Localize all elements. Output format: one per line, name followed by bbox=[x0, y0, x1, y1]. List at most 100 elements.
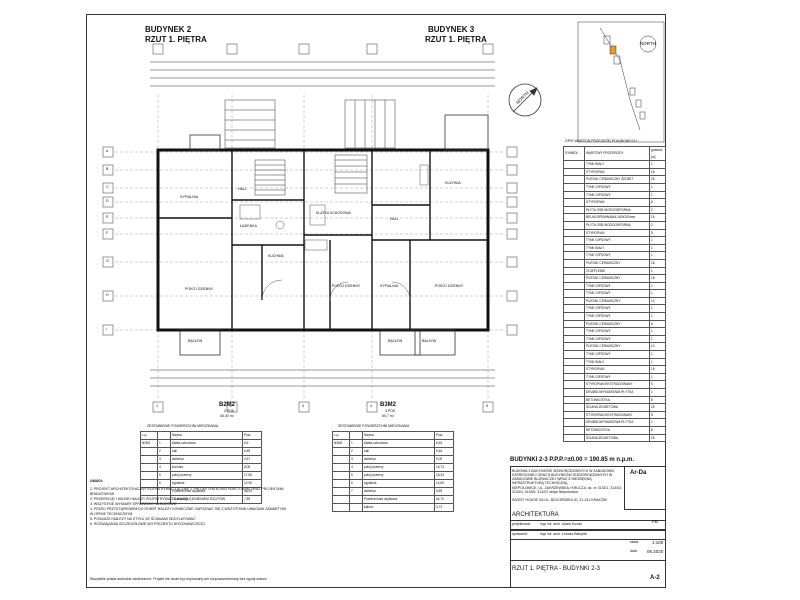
legend-cell: 8 bbox=[649, 425, 666, 435]
table-cell: L.p. bbox=[140, 431, 158, 440]
room-label: POKÓJ DZIENNY bbox=[332, 284, 361, 288]
legend-cell: PUSTAK CERAMICZNY bbox=[584, 296, 650, 306]
site-plan-thumbnail bbox=[577, 21, 665, 143]
legend-cell: TYNK GIPSOWY bbox=[584, 236, 650, 245]
building-2-floor: RZUT 1. PIĘTRA bbox=[145, 35, 207, 44]
legend-cell: TYNK BIAŁY bbox=[584, 243, 650, 253]
axis-col-2: 2 bbox=[230, 404, 232, 408]
legend-cell: STYROPIAN bbox=[584, 228, 650, 238]
legend-cell bbox=[563, 433, 585, 443]
legend-cell bbox=[563, 281, 585, 291]
legend-cell bbox=[563, 342, 585, 352]
legend-cell: TYNK BIAŁY bbox=[584, 357, 650, 367]
legend-cell bbox=[563, 251, 585, 260]
discipline: ARCHITEKTURA bbox=[512, 512, 559, 518]
legend-cell bbox=[563, 274, 585, 283]
legend-cell bbox=[563, 365, 585, 374]
axis-row-c: C bbox=[106, 185, 109, 189]
legend-cell: ŚCIANA ŻELBETOWA bbox=[584, 433, 650, 443]
building-3-name: BUDYNEK 3 bbox=[428, 25, 475, 34]
legend-cell bbox=[563, 182, 585, 192]
room-label: POKÓJ DZIENNY bbox=[185, 287, 214, 291]
legend-cell: 2 bbox=[649, 220, 666, 230]
legend-cell: TYNK GIPSOWY bbox=[584, 350, 650, 359]
legend-cell bbox=[563, 243, 585, 253]
axis-row-i: I bbox=[106, 327, 107, 331]
legend-cell: 1 bbox=[649, 182, 666, 192]
legend-cell: STYROPIAN bbox=[584, 198, 650, 207]
room-label: BALKON bbox=[188, 339, 203, 343]
checker-name: mgr inż. arch. Łukasz Błażycki bbox=[540, 532, 588, 536]
room-label: HALL bbox=[390, 217, 399, 221]
drawing-title: RZUT 1. PIĘTRA - BUDYNKI 2-3 bbox=[512, 566, 600, 572]
notes-list: 1. PROJEKT ARCHITEKTONICZNY ROZPATRYWAĆ … bbox=[90, 487, 290, 527]
legend-cell: 5 bbox=[649, 380, 666, 389]
legend-cell: PŁYTA OSB WODOODPORNA bbox=[584, 205, 650, 215]
north-arrow-icon bbox=[508, 83, 542, 117]
legend-cell bbox=[563, 357, 585, 367]
room-label: SYPIALNIA bbox=[180, 195, 199, 199]
legend-cell: 10 bbox=[649, 342, 666, 352]
legend-cell bbox=[563, 425, 585, 435]
axis-row-f: F bbox=[106, 231, 109, 235]
note-item: 5. POSADZKI NALEŻY NA STYKU ZE ŚCIANAMI … bbox=[90, 517, 196, 521]
legend-cell: 2 bbox=[649, 205, 666, 215]
legend-cell: PUSTAK CERAMICZNY ZELBET bbox=[584, 175, 650, 184]
axis-row-e: E bbox=[106, 215, 109, 219]
axis-col-3: 3 bbox=[302, 404, 304, 408]
legend-cell: 1 bbox=[649, 334, 666, 344]
area-table-title: ZESTAWIENIE POWIERZCHNI MIESZKANIA bbox=[147, 424, 219, 428]
drawing-title-row bbox=[510, 560, 666, 588]
legend-cell: 1 bbox=[649, 388, 666, 397]
room-label: KLATKA SCHODOWA bbox=[316, 211, 351, 215]
note-item: 4. PRZED PRZYSTĄPIENIEM DO ROBÓT NALEŻY … bbox=[90, 507, 286, 516]
axis-row-b: B bbox=[106, 167, 109, 171]
legend-cell: 1 bbox=[649, 243, 666, 253]
legend-cell: 12 bbox=[649, 296, 666, 306]
axis-bubbles bbox=[102, 43, 518, 413]
axis-col-5: 5 bbox=[486, 404, 488, 408]
axis-row-d: D bbox=[106, 199, 109, 203]
fixtures bbox=[239, 164, 429, 301]
legend-cell bbox=[563, 372, 585, 382]
legend-cell: 6 bbox=[649, 319, 666, 329]
building-2-name: BUDYNEK 2 bbox=[145, 25, 192, 34]
legend-cell bbox=[563, 160, 585, 169]
legend-cell bbox=[563, 258, 585, 268]
legend-cell: BETONKOSTKA bbox=[584, 395, 650, 405]
legend-cell bbox=[563, 312, 585, 321]
legend-cell: 1 bbox=[649, 418, 666, 427]
logo-box bbox=[624, 466, 666, 510]
table-cell: Nazwa bbox=[170, 431, 243, 440]
legend-cell: 1 bbox=[649, 327, 666, 336]
legend-cell: 1 bbox=[649, 251, 666, 260]
axis-row-a: A bbox=[106, 149, 109, 153]
table-cell: B2M2 bbox=[140, 439, 158, 448]
room-label: BALKON bbox=[388, 339, 403, 343]
legend-cell: BELKA DREWNIANA 160X100mm bbox=[584, 213, 650, 222]
legend-cell bbox=[563, 220, 585, 230]
legend-cell bbox=[563, 190, 585, 200]
legend-cell: 5 bbox=[649, 198, 666, 207]
legend-cell bbox=[563, 296, 585, 306]
